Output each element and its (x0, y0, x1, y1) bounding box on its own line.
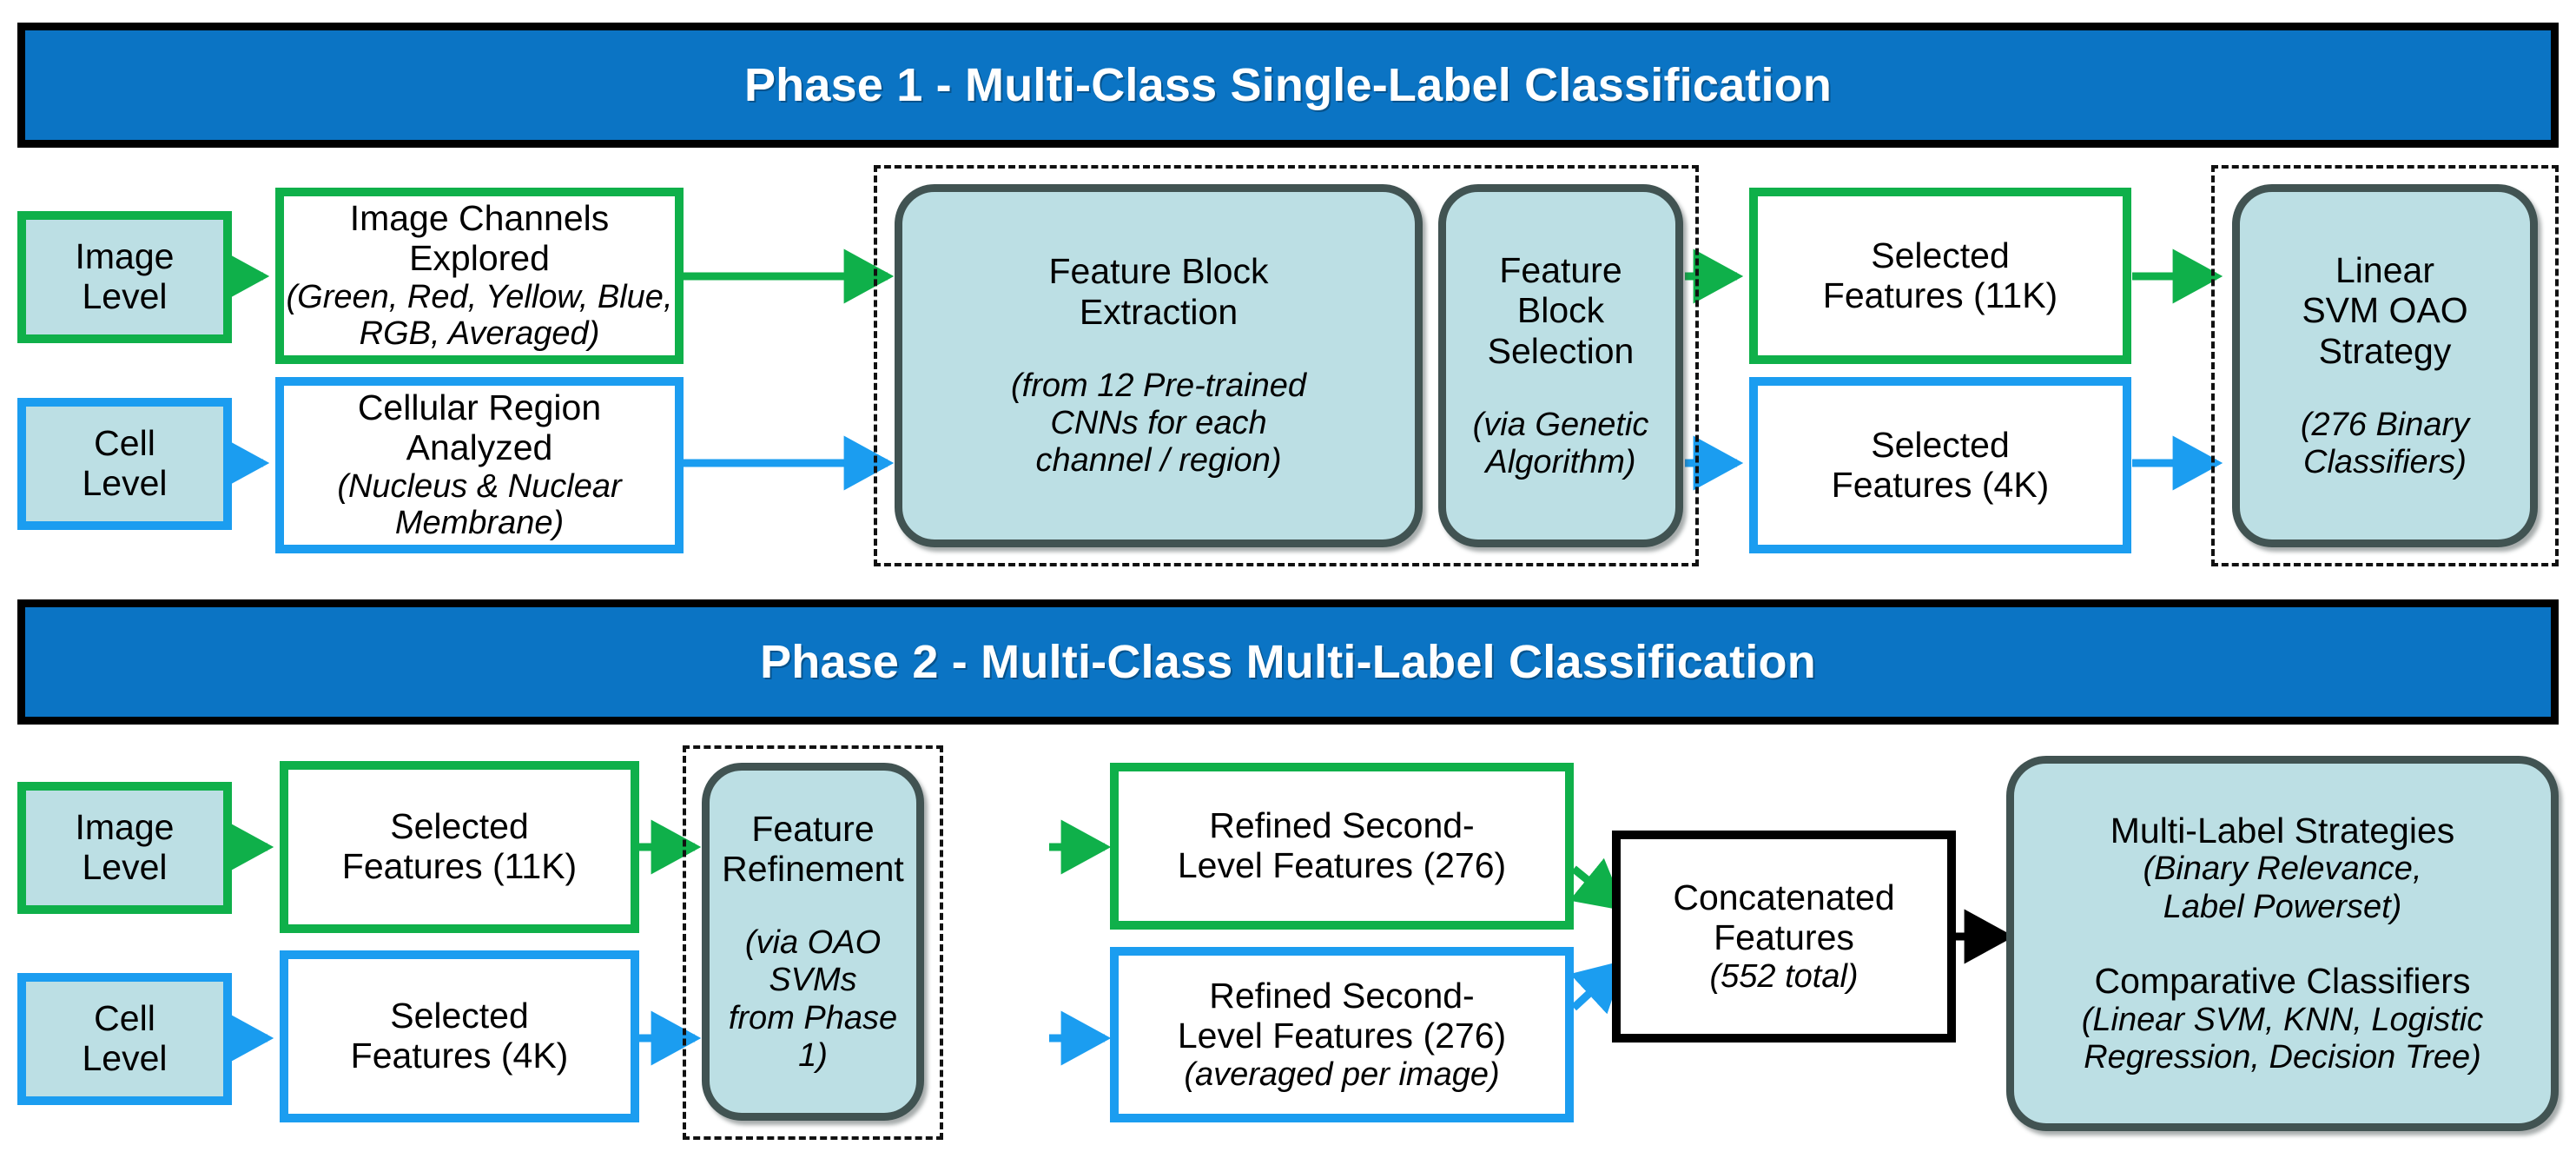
phase1-cell-level-line1: Cell (94, 423, 155, 464)
phase1-fbe-sub2: CNNs for each (1050, 405, 1267, 442)
phase2-cell-level-line1: Cell (94, 998, 155, 1039)
phase2-concat-line1: Concatenated (1673, 877, 1895, 917)
phase1-feature-block-selection-box: Feature Block Selection (via Genetic Alg… (1438, 184, 1683, 547)
phase1-fbe-title1: Feature Block (1048, 251, 1269, 292)
phase1-selected-features-11k-box: Selected Features (11K) (1749, 188, 2131, 364)
phase2-refined-cell-features-box: Refined Second- Level Features (276) (av… (1110, 947, 1574, 1122)
phase2-image-level-line2: Level (82, 847, 168, 887)
phase1-image-channels-box: Image Channels Explored (Green, Red, Yel… (275, 188, 684, 364)
phase1-cellular-region-title: Cellular Region Analyzed (357, 387, 602, 467)
phase1-svm-title1: Linear (2335, 249, 2434, 290)
phase1-fbs-title1: Feature (1499, 249, 1622, 290)
phase2-sel4k-line1: Selected (390, 996, 529, 1036)
phase1-image-level-line1: Image (75, 236, 175, 277)
phase2-final-sub4: Regression, Decision Tree) (2084, 1039, 2481, 1076)
phase1-image-channels-sub1: (Green, Red, Yellow, Blue, (286, 278, 673, 315)
phase2-fr-sub2: from Phase 1) (728, 999, 898, 1075)
phase1-svm-sub2: Classifiers) (2303, 444, 2467, 481)
phase2-selected-features-11k-box: Selected Features (11K) (280, 761, 639, 933)
phase1-sel11k-line1: Selected (1871, 235, 2010, 275)
phase2-refined-cell-line1: Refined Second- (1209, 975, 1475, 1016)
phase1-cellular-region-sub2: Membrane) (394, 505, 565, 542)
phase1-selected-features-4k-box: Selected Features (4K) (1749, 377, 2131, 553)
phase2-selected-features-4k-box: Selected Features (4K) (280, 950, 639, 1122)
phase1-linear-svm-oao-box: Linear SVM OAO Strategy (276 Binary Clas… (2232, 184, 2538, 547)
phase2-feature-refinement-box: Feature Refinement (via OAO SVMs from Ph… (702, 763, 924, 1121)
phase1-banner-title: Phase 1 - Multi-Class Single-Label Class… (743, 59, 1833, 111)
phase1-image-channels-title: Image Channels Explored (349, 198, 610, 278)
phase2-banner: Phase 2 - Multi-Class Multi-Label Classi… (17, 599, 2559, 725)
phase1-sel4k-line1: Selected (1871, 424, 2010, 465)
phase1-cellular-region-sub1: (Nucleus & Nuclear (337, 467, 622, 505)
phase2-final-title2: Comparative Classifiers (2094, 961, 2471, 1001)
phase1-fbe-title2: Extraction (1079, 292, 1238, 333)
phase2-final-title1: Multi-Label Strategies (2110, 810, 2455, 851)
phase1-fbs-title3: Selection (1487, 331, 1635, 372)
phase2-concat-sub: (552 total) (1709, 957, 1859, 995)
phase2-cell-level-line2: Level (82, 1038, 168, 1078)
phase2-refined-cell-sub: (averaged per image) (1184, 1056, 1500, 1093)
phase1-image-level-box: Image Level (17, 211, 232, 343)
phase2-refined-image-line2: Level Features (276) (1177, 845, 1507, 885)
phase1-classifier-dashed-group (2211, 165, 2559, 566)
phase1-feature-stage-dashed-group (874, 165, 1699, 566)
phase2-image-level-line1: Image (75, 807, 175, 848)
phase2-refined-image-line1: Refined Second- (1209, 805, 1475, 846)
phase2-sel11k-line2: Features (11K) (341, 846, 578, 886)
phase1-image-channels-sub2: RGB, Averaged) (359, 315, 600, 353)
phase1-fbs-title2: Block (1516, 290, 1605, 331)
phase1-fbe-sub1: (from 12 Pre-trained (1010, 367, 1306, 404)
phase2-refined-image-features-box: Refined Second- Level Features (276) (1110, 763, 1574, 930)
phase2-final-classifiers-box: Multi-Label Strategies (Binary Relevance… (2006, 756, 2559, 1131)
phase2-refined-cell-line2: Level Features (276) (1177, 1015, 1507, 1056)
phase1-fbs-sub1: (via Genetic (1472, 406, 1649, 443)
phase1-sel4k-line2: Features (4K) (1831, 464, 2050, 505)
phase2-fr-title1: Feature (751, 808, 875, 849)
phase2-refinement-dashed-group (683, 745, 943, 1140)
phase2-concat-line2: Features (1714, 917, 1854, 957)
phase2-final-sub1: (Binary Relevance, (2143, 851, 2422, 888)
phase1-cellular-region-box: Cellular Region Analyzed (Nucleus & Nucl… (275, 377, 684, 553)
phase1-cell-level-line2: Level (82, 463, 168, 503)
phase2-sel4k-line2: Features (4K) (350, 1036, 569, 1076)
phase1-fbe-sub3: channel / region) (1035, 442, 1282, 480)
phase2-sel11k-line1: Selected (390, 806, 529, 847)
phase2-concatenated-features-box: Concatenated Features (552 total) (1612, 831, 1956, 1043)
phase1-image-level-line2: Level (82, 276, 168, 316)
phase1-svm-sub1: (276 Binary (2300, 406, 2470, 443)
phase1-banner: Phase 1 - Multi-Class Single-Label Class… (17, 23, 2559, 148)
phase2-image-level-box: Image Level (17, 782, 232, 914)
phase1-cell-level-box: Cell Level (17, 398, 232, 530)
phase2-final-sub3: (Linear SVM, KNN, Logistic (2081, 1001, 2484, 1038)
phase1-svm-title3: Strategy (2318, 331, 2452, 372)
phase1-sel11k-line2: Features (11K) (1822, 275, 2058, 315)
phase1-fbs-sub2: Algorithm) (1485, 444, 1636, 481)
phase2-banner-title: Phase 2 - Multi-Class Multi-Label Classi… (760, 636, 1816, 688)
phase2-fr-title2: Refinement (722, 849, 904, 890)
phase2-cell-level-box: Cell Level (17, 973, 232, 1105)
phase1-feature-block-extraction-box: Feature Block Extraction (from 12 Pre-tr… (895, 184, 1423, 547)
phase1-svm-title2: SVM OAO (2302, 290, 2468, 331)
phase2-fr-sub1: (via OAO SVMs (744, 924, 882, 999)
phase2-final-sub2: Label Powerset) (2163, 888, 2402, 925)
